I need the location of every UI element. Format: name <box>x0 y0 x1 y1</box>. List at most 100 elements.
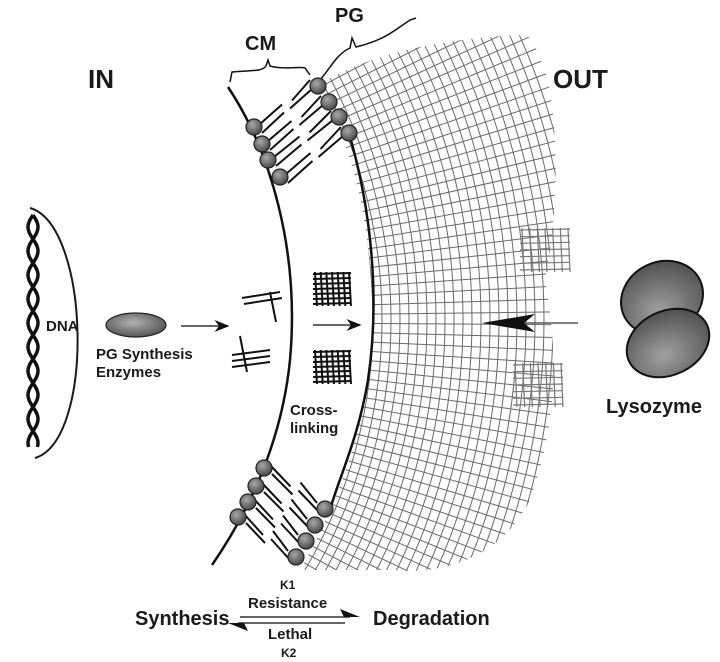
arrow-lysozyme-attack <box>482 314 578 332</box>
mesh-radial <box>300 35 426 52</box>
lipid-tail <box>259 103 283 125</box>
lipid-tail <box>287 160 314 184</box>
cm-bracket <box>229 57 311 83</box>
lipid-head <box>330 108 348 126</box>
label-synthesis: Synthesis <box>135 608 230 630</box>
crosslinked-mesh-top <box>312 271 352 307</box>
pg-fragment-bottom <box>512 362 564 408</box>
lipid-tail <box>306 119 334 142</box>
mesh-strand <box>512 396 564 399</box>
mesh-arc <box>300 35 509 571</box>
label-in: IN <box>88 64 114 94</box>
mesh-strand <box>519 261 571 264</box>
lipid-tail <box>271 473 294 496</box>
mesh-radial <box>300 124 556 206</box>
lipid-tail <box>261 111 285 134</box>
lipid-tail <box>319 126 342 150</box>
mesh-arc <box>300 35 401 571</box>
lipid-tail <box>291 79 311 102</box>
mesh-strand <box>567 227 571 273</box>
lipid-heads-bottom <box>229 459 334 566</box>
mesh-radial <box>300 35 434 58</box>
label-degradation: Degradation <box>373 608 490 630</box>
mesh-strand <box>342 349 347 385</box>
lipid-head <box>253 135 271 153</box>
mesh-arc <box>300 35 455 571</box>
lipid-tail <box>308 110 332 134</box>
lipid-tail <box>270 538 291 561</box>
label-lethal: Lethal <box>268 626 313 643</box>
lipid-tail <box>282 514 299 536</box>
mesh-strand <box>552 362 556 408</box>
pg-subunit-upper <box>241 291 283 323</box>
lipid-tail <box>243 513 264 536</box>
label-k1: K1 <box>280 578 296 592</box>
lipid-head <box>259 151 277 169</box>
label-dna: DNA <box>46 318 79 335</box>
label-pg-synthesis-line2: Enzymes <box>96 364 162 381</box>
mesh-strand <box>552 227 556 273</box>
lipid-tail <box>269 464 292 488</box>
lipid-tail <box>288 506 310 529</box>
mesh-radial <box>186 0 398 33</box>
label-lysozyme: Lysozyme <box>606 396 702 418</box>
lipid-head <box>229 508 247 526</box>
peptidoglycan-mesh <box>147 0 556 662</box>
mesh-radial <box>300 35 514 131</box>
membrane-bilayer-bottom <box>243 464 320 561</box>
lipid-head <box>255 459 273 477</box>
dna-strand <box>26 214 40 448</box>
lipid-tail <box>290 498 308 520</box>
lipid-tail <box>299 481 318 504</box>
mesh-radial <box>300 35 408 40</box>
label-crosslinking: Cross- linking <box>290 402 338 438</box>
lipid-head <box>239 493 257 511</box>
dna-helix-icon <box>26 214 40 448</box>
lipid-tail <box>261 482 283 505</box>
lipid-head <box>316 500 334 518</box>
lipid-tail <box>273 135 301 158</box>
mesh-arc <box>300 35 383 571</box>
cytoplasmic-membrane-outer <box>328 129 375 511</box>
mesh-arc <box>300 35 536 571</box>
nucleoid-boundary <box>29 207 79 459</box>
mesh-radial <box>300 455 552 551</box>
lipid-tail <box>267 120 293 142</box>
mesh-radial <box>300 48 537 161</box>
mesh-radial <box>300 190 556 245</box>
pg-bracket <box>317 17 417 83</box>
mesh-strand <box>312 297 352 300</box>
mesh-radial <box>300 257 556 284</box>
label-k2: K2 <box>281 646 297 660</box>
label-crosslinking-line2: linking <box>290 420 339 437</box>
lipid-heads-top <box>245 77 358 186</box>
mesh-radial <box>159 634 352 662</box>
mesh-strand <box>519 248 571 251</box>
lipid-head <box>271 168 289 186</box>
lipid-tail <box>289 88 313 110</box>
lipid-head <box>297 532 315 550</box>
lipid-tail <box>255 507 276 529</box>
mesh-arc <box>300 35 464 571</box>
mesh-arc <box>300 35 347 571</box>
mesh-strand <box>559 227 563 273</box>
mesh-strand <box>336 349 341 385</box>
crosslinked-mesh-bottom <box>312 349 352 385</box>
mesh-arc <box>300 35 392 571</box>
mesh-arc <box>300 35 437 571</box>
mesh-radial <box>300 150 556 221</box>
membrane-bilayer-top <box>259 79 344 184</box>
mesh-radial <box>300 35 526 146</box>
lipid-tail <box>317 135 344 158</box>
mesh-strand <box>336 271 341 307</box>
lipid-tail <box>272 530 289 552</box>
lipid-tail <box>300 95 322 118</box>
mesh-arc <box>300 35 473 571</box>
mesh-radial <box>147 644 332 662</box>
mesh-strand <box>519 268 571 271</box>
lipid-tail <box>275 143 303 167</box>
pg-synthesis-enzyme-icon <box>105 312 167 338</box>
mesh-strand <box>560 362 564 408</box>
lipid-head <box>340 124 358 142</box>
